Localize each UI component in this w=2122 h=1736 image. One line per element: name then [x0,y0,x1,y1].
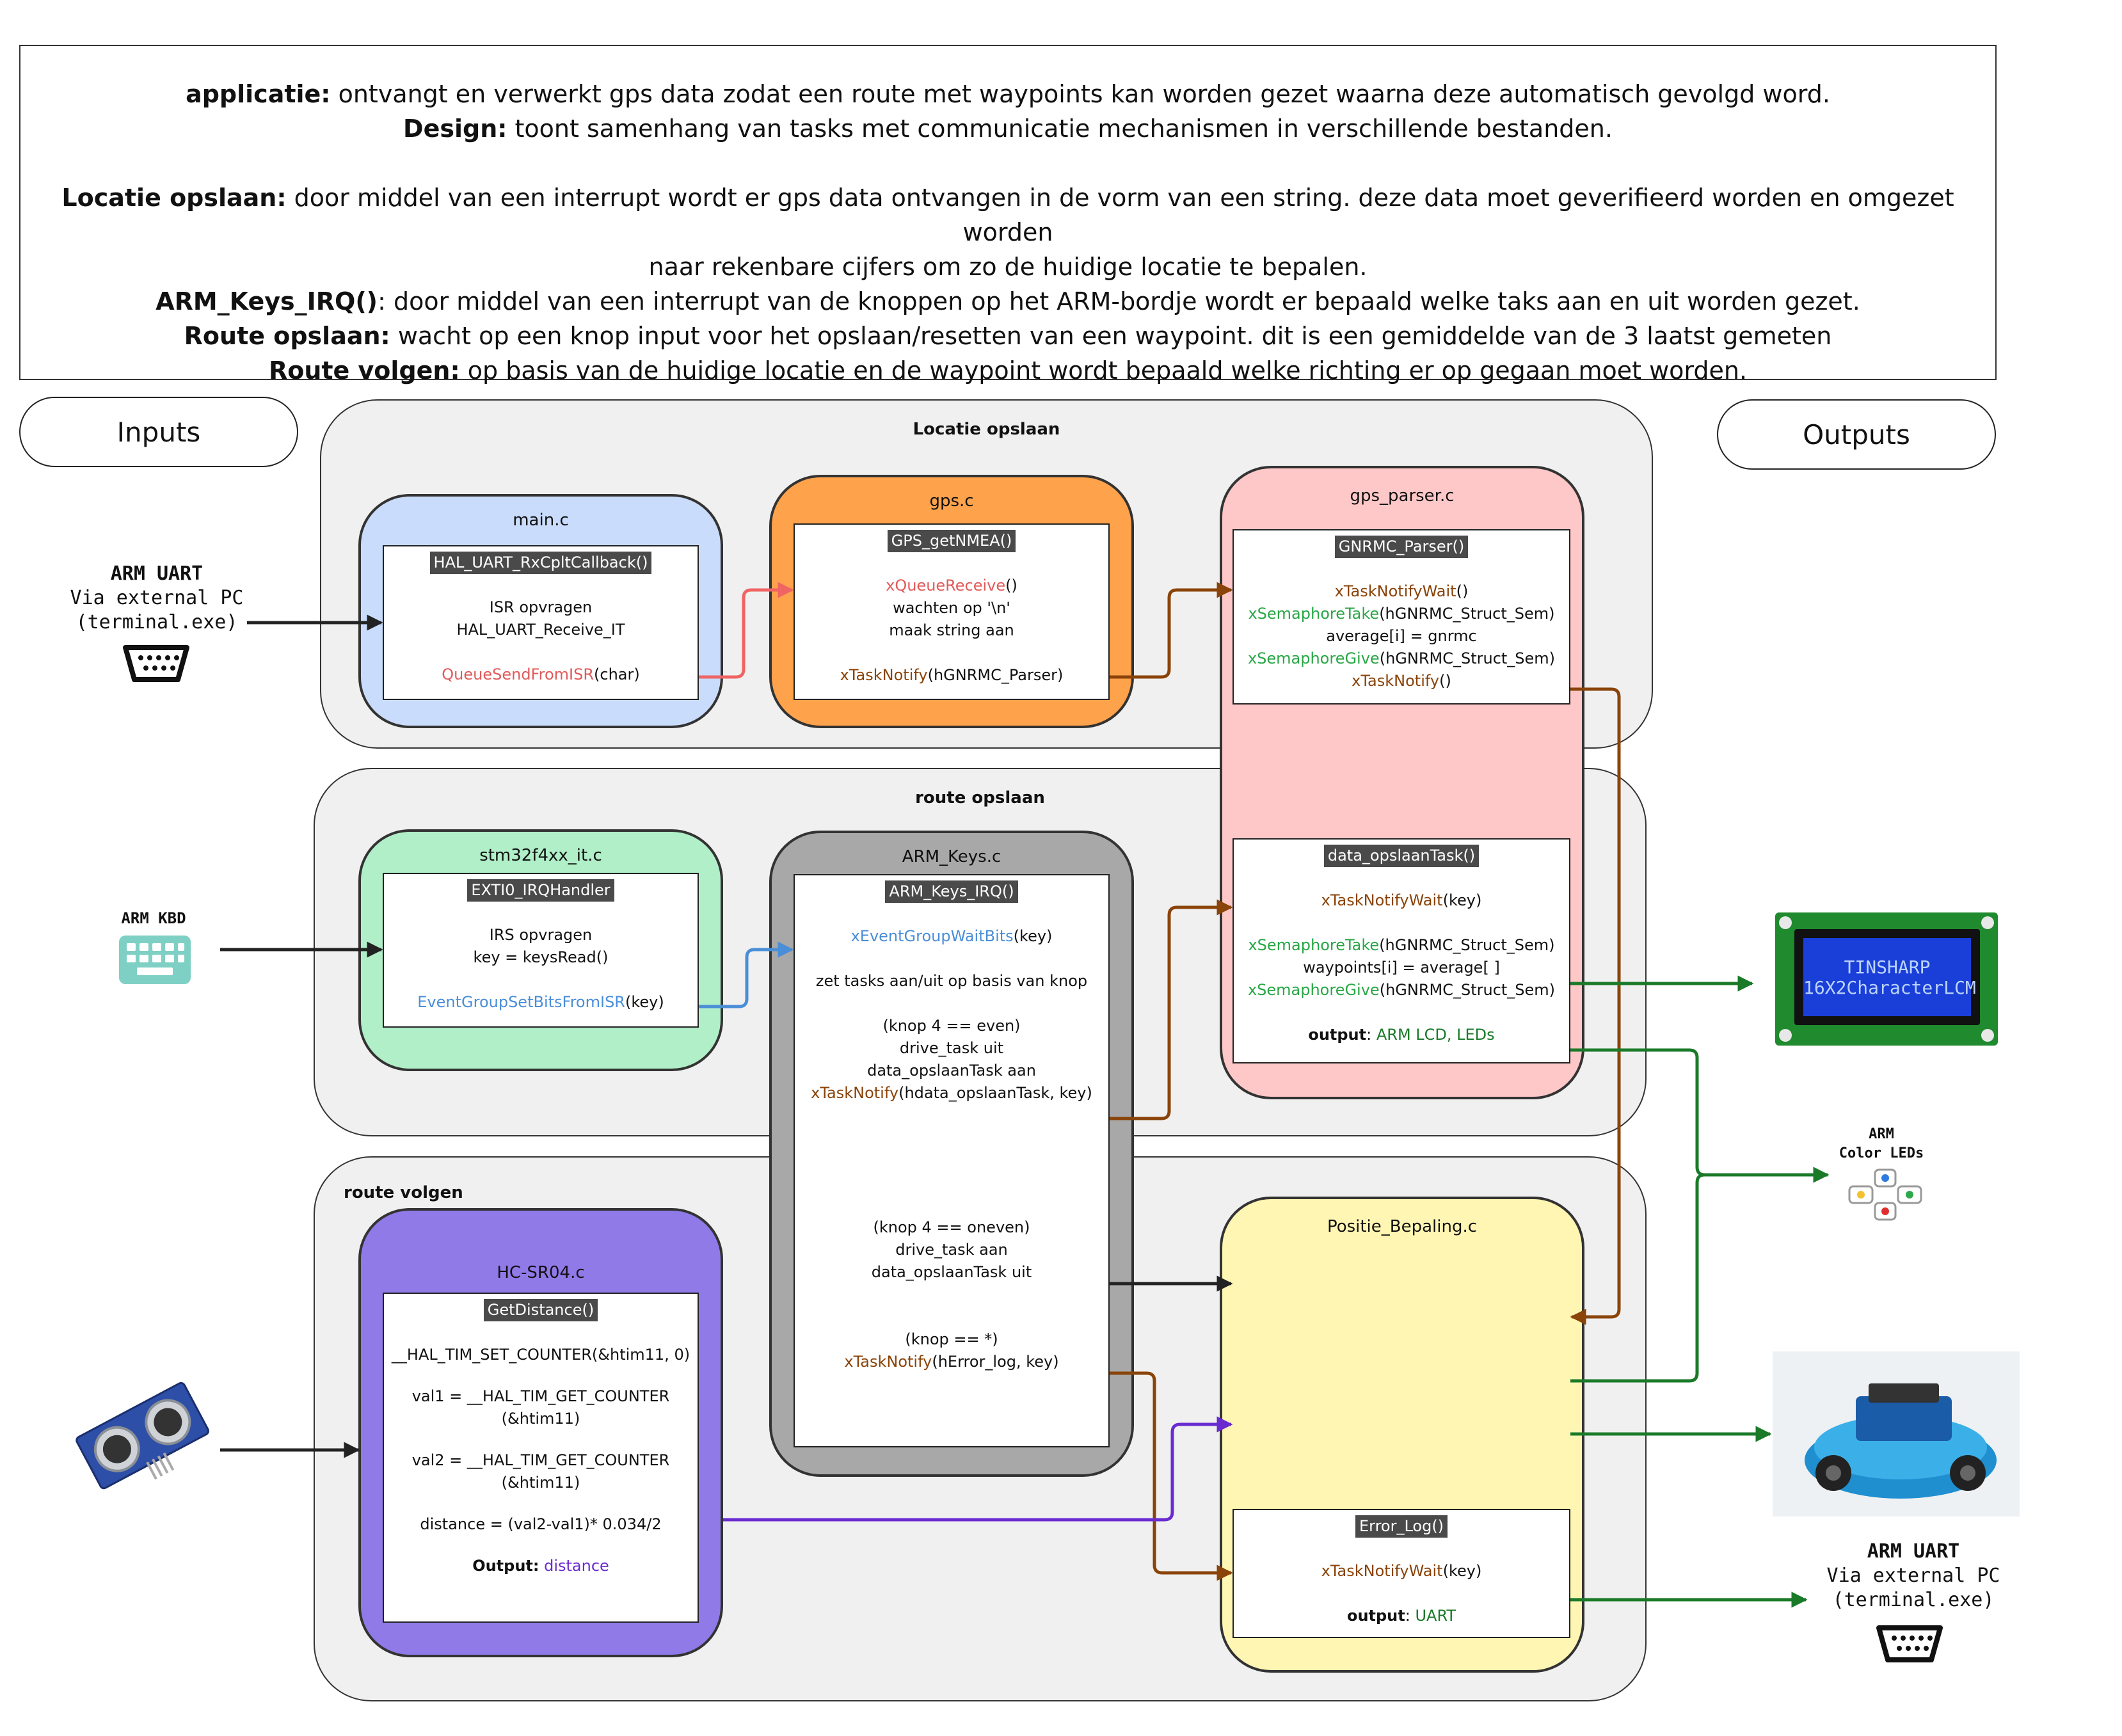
ultrasonic-sensor-icon [70,1381,218,1496]
function-name: HAL_UART_RxCpltCallback() [429,552,652,574]
wire-keys-to-error-log [1110,1371,1233,1581]
lcd-display-icon: TINSHARP 16X2CharacterLCM [1775,912,1998,1046]
wire-positie-to-leds [1570,1173,1705,1383]
file-title: Positie_Bepaling.c [1327,1217,1478,1236]
arm-uart-output-label: ARM UART Via external PC (terminal.exe) [1826,1540,2000,1611]
file-title: gps.c [929,491,974,511]
error-log-box: Error_Log() xTaskNotifyWait(key) output:… [1233,1509,1570,1638]
function-name: GPS_getNMEA() [887,530,1016,552]
function-name: ARM_Keys_IRQ() [885,880,1018,903]
wire-parser-to-positie [1570,687,1621,1325]
group-title: route opslaan [915,788,1045,808]
gps-function-box: GPS_getNMEA() xQueueReceive() wachten op… [794,523,1110,700]
function-name: Error_Log() [1355,1515,1448,1538]
main-function-box: HAL_UART_RxCpltCallback() ISR opvragen H… [383,545,699,700]
desc-line: Locatie opslaan: door middel van een int… [61,184,1954,246]
data-opslaan-task-box: data_opslaanTask() xTaskNotifyWait(key) … [1233,838,1570,1063]
desc-line: Design: toont samenhang van tasks met co… [403,115,1613,143]
group-title: Locatie opslaan [913,420,1060,439]
file-title: main.c [513,511,569,530]
wire-hcsr-to-positie [723,1416,1233,1522]
arm-keys-irq-box: ARM_Keys_IRQ() xEventGroupWaitBits(key) … [794,874,1110,1447]
function-name: data_opslaanTask() [1323,845,1480,867]
function-name: GNRMC_Parser() [1334,536,1469,558]
desc-line: naar rekenbare cijfers om zo de huidige … [648,253,1368,281]
wire-main-to-gps [699,582,794,679]
get-distance-box: GetDistance() __HAL_TIM_SET_COUNTER(&hti… [383,1293,699,1623]
desc-line: Route opslaan: wacht op een knop input v… [184,322,1832,350]
arm-uart-input-label: ARM UART Via external PC (terminal.exe) [70,562,244,633]
file-title: HC-SR04.c [497,1263,585,1282]
desc-line: applicatie: ontvangt en verwerkt gps dat… [186,80,1830,108]
wire-data-opslaan-to-leds [1570,1048,1830,1183]
function-name: EXTI0_IRQHandler [467,879,614,902]
arm-kbd-label: ARM KBD [121,909,186,927]
outputs-label: Outputs [1717,399,1996,470]
file-title: ARM_Keys.c [902,847,1001,866]
desc-line: Route volgen: op basis van de huidige lo… [268,356,1748,385]
exti0-handler-box: EXTI0_IRQHandler IRS opvragen key = keys… [383,873,699,1028]
serial-port-icon [122,644,191,683]
gnrmc-parser-box: GNRMC_Parser() xTaskNotifyWait() xSemaph… [1233,529,1570,705]
group-title: route volgen [344,1183,463,1202]
color-leds-label: ARM Color LEDs [1839,1126,1924,1161]
keyboard-icon [118,934,192,985]
file-title: gps_parser.c [1350,486,1455,506]
color-leds-icon [1848,1168,1922,1221]
desc-line: ARM_Keys_IRQ(): door middel van een inte… [156,287,1860,315]
file-title: stm32f4xx_it.c [479,846,602,865]
wire-gps-to-parser [1110,582,1233,679]
function-name: GetDistance() [483,1299,598,1321]
description-box: applicatie: ontvangt en verwerkt gps dat… [19,45,1997,385]
wire-keys-to-data-opslaan [1110,899,1233,1120]
robot-car-icon [1773,1351,2020,1517]
inputs-label: Inputs [19,397,298,467]
lcd-text: TINSHARP 16X2CharacterLCM [1803,957,1976,998]
wire-stm-to-keys [699,941,794,1008]
serial-port-icon [1875,1624,1944,1664]
